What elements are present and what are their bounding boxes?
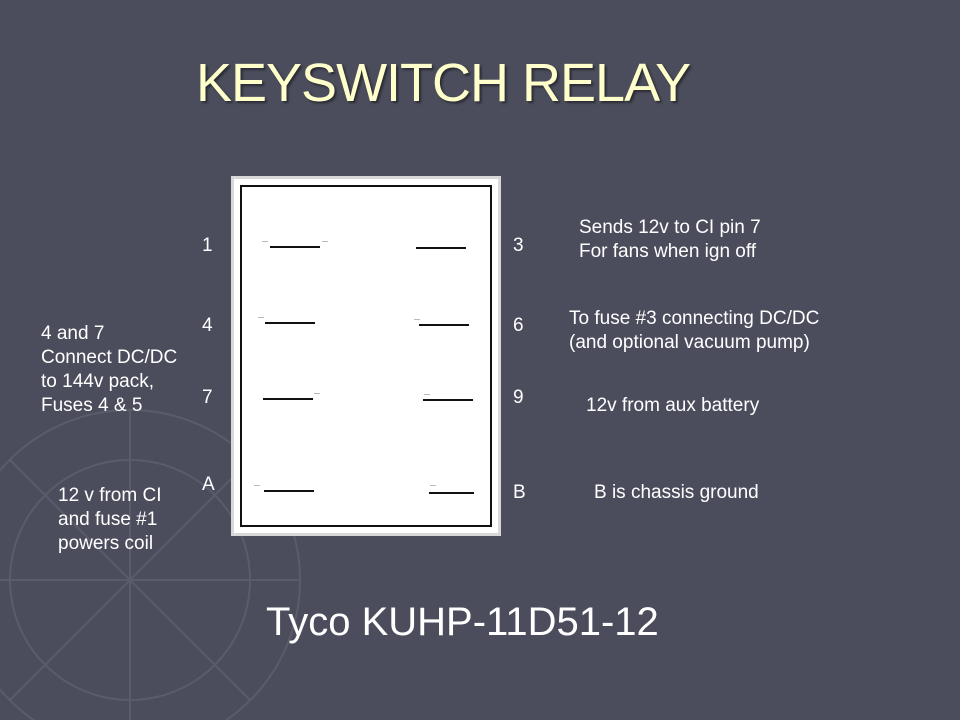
note-line: and fuse #1: [58, 509, 158, 530]
note-pin-9: 12v from aux battery: [586, 394, 759, 418]
contact-end-mark: [314, 393, 320, 394]
relay-diagram: [231, 176, 501, 536]
contact-end-mark: [258, 317, 264, 318]
note-line: Sends 12v to CI pin 7: [579, 217, 761, 238]
contact-A: [264, 490, 314, 492]
note-line: 12v from aux battery: [586, 395, 760, 416]
contact-B: [429, 492, 474, 494]
note-line: to 144v pack,: [41, 371, 155, 392]
pin-label-6: 6: [513, 315, 524, 336]
note-pins-4-7: 4 and 7 Connect DC/DC to 144v pack, Fuse…: [41, 322, 177, 418]
contact-7: [263, 398, 313, 400]
slide-title: KEYSWITCH RELAY: [196, 53, 691, 113]
relay-outline: [240, 185, 492, 527]
pin-label-A: A: [202, 474, 215, 495]
note-line: 12 v from CI: [58, 485, 162, 506]
note-line: B is chassis ground: [594, 482, 759, 503]
note-line: For fans when ign off: [579, 241, 757, 262]
contact-3: [416, 247, 466, 249]
note-pin-A: 12 v from CI and fuse #1 powers coil: [58, 484, 161, 556]
relay-model-number: Tyco KUHP-11D51-12: [266, 600, 659, 644]
contact-end-mark: [254, 485, 260, 486]
note-line: Connect DC/DC: [41, 347, 178, 368]
pin-label-4: 4: [202, 315, 213, 336]
contact-6: [419, 324, 469, 326]
contact-end-mark: [262, 241, 268, 242]
contact-9: [423, 399, 473, 401]
contact-end-mark: [414, 319, 420, 320]
note-line: 4 and 7: [41, 323, 105, 344]
contact-4: [265, 322, 315, 324]
note-pin-6: To fuse #3 connecting DC/DC (and optiona…: [569, 307, 819, 355]
contact-end-mark: [424, 394, 430, 395]
pin-label-3: 3: [513, 235, 524, 256]
note-line: (and optional vacuum pump): [569, 332, 810, 353]
note-pin-3: Sends 12v to CI pin 7 For fans when ign …: [579, 216, 761, 264]
note-line: powers coil: [58, 533, 154, 554]
pin-label-9: 9: [513, 387, 524, 408]
note-line: To fuse #3 connecting DC/DC: [569, 308, 820, 329]
pin-label-1: 1: [202, 235, 213, 256]
contact-end-mark: [430, 485, 436, 486]
contact-1: [270, 246, 320, 248]
note-line: Fuses 4 & 5: [41, 395, 143, 416]
pin-label-7: 7: [202, 387, 213, 408]
pin-label-B: B: [513, 482, 526, 503]
contact-end-mark: [322, 241, 328, 242]
note-pin-B: B is chassis ground: [594, 481, 759, 505]
